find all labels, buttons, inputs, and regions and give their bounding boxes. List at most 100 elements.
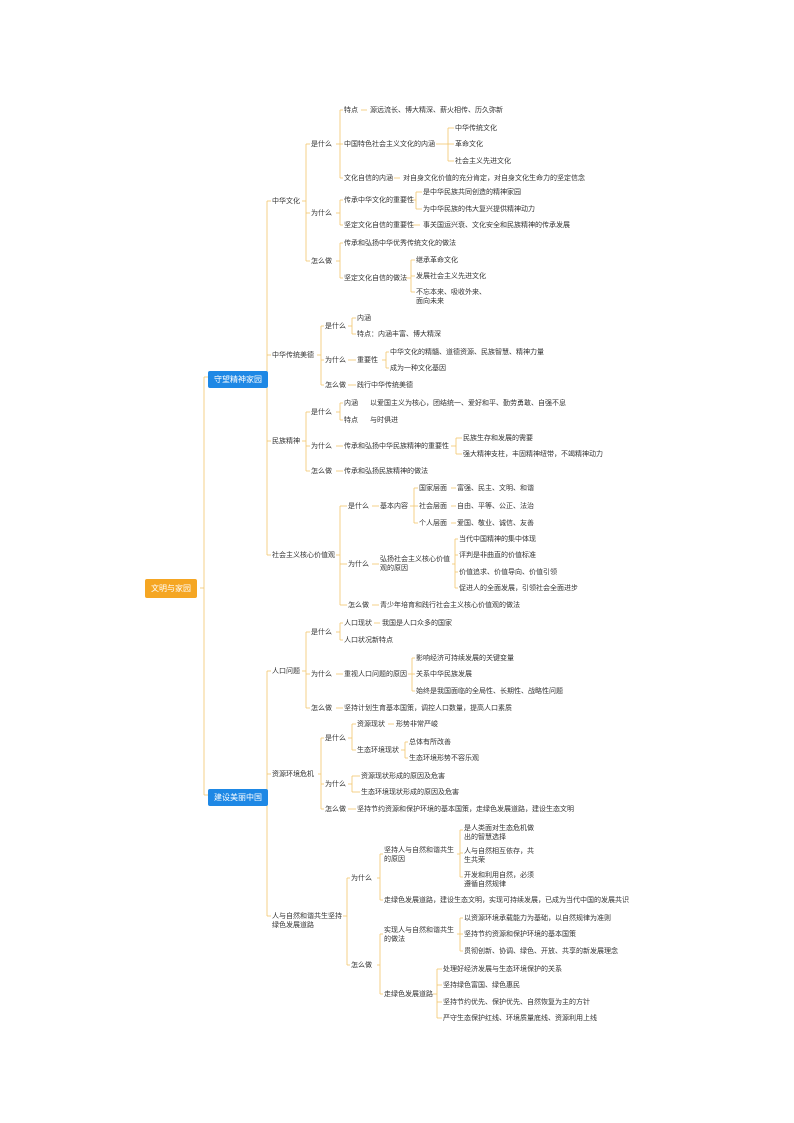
node-mz-shishenme[interactable]: 是什么 [311, 408, 332, 416]
node-mz-zenmezuo[interactable]: 怎么做 [311, 467, 332, 475]
node-zh-chuancheng-1[interactable]: 是中华民族共同创造的精神家园 [423, 188, 521, 196]
node-md-zhongyao-2[interactable]: 成为一种文化基因 [390, 364, 446, 372]
node-hx2-shixian-2[interactable]: 坚持节约资源和保护环境的基本国策 [464, 930, 576, 938]
node-hx2-zenmezuo[interactable]: 怎么做 [351, 961, 372, 969]
node-hx2-shixian-1[interactable]: 以资源环境承载能力为基础，以自然规律为准则 [464, 914, 611, 922]
node-md-zenmezuo[interactable]: 怎么做 [325, 381, 346, 389]
node-zy-shengtai-1[interactable]: 总体有所改善 [409, 738, 451, 746]
node-hx2-daolu[interactable]: 走绿色发展道路 [384, 990, 433, 998]
node-rk-xintedian[interactable]: 人口状况新特点 [344, 636, 393, 644]
node-minzu[interactable]: 民族精神 [272, 437, 300, 445]
node-zh-weishenme[interactable]: 为什么 [311, 209, 332, 217]
branch-jianshe[interactable]: 建设美丽中国 [208, 789, 268, 806]
node-zh-jianding-value[interactable]: 事关国运兴衰、文化安全和民族精神的传承发展 [423, 221, 570, 229]
node-zh-neihan-2[interactable]: 革命文化 [455, 140, 483, 148]
node-hx-yuanyin[interactable]: 弘扬社会主义核心价值观的原因 [380, 555, 450, 572]
node-zh-zixin-value[interactable]: 对自身文化价值的充分肯定，对自身文化生命力的坚定信念 [403, 174, 585, 182]
node-hx-neirong[interactable]: 基本内容 [380, 502, 408, 510]
node-zh-zuofa2-1[interactable]: 继承革命文化 [416, 256, 458, 264]
node-mz-zenmezuo-value[interactable]: 传承和弘扬民族精神的做法 [344, 467, 428, 475]
node-md-zhongyao[interactable]: 重要性 [357, 356, 378, 364]
node-zh-tedian-value[interactable]: 源远流长、博大精深、薪火相传、历久弥新 [370, 106, 503, 114]
node-renkou[interactable]: 人口问题 [272, 667, 300, 675]
node-zh-zuofa2-3[interactable]: 不忘本来、吸收外来、面向未来 [416, 288, 486, 305]
node-hx2-shixian-3[interactable]: 贯彻创新、协调、绿色、开放、共享的新发展理念 [464, 947, 618, 955]
node-hx-level-1-value[interactable]: 富强、民主、文明、和谐 [457, 484, 534, 492]
node-hx-yuanyin-2[interactable]: 评判是非曲直的价值标准 [459, 551, 536, 559]
node-md-zenmezuo-value[interactable]: 践行中华传统美德 [357, 381, 413, 389]
node-zy-weishenme-1[interactable]: 资源现状形成的原因及危害 [361, 772, 445, 780]
node-mz-tedian-value[interactable]: 与时俱进 [370, 416, 398, 424]
node-hx-level-1[interactable]: 国家层面 [419, 484, 447, 492]
node-rk-weishenme[interactable]: 为什么 [311, 670, 332, 678]
node-zh-tedian[interactable]: 特点 [344, 106, 358, 114]
node-zh-neihan[interactable]: 中国特色社会主义文化的内涵 [344, 140, 435, 148]
node-hx2-jianchi[interactable]: 坚持人与自然和谐共生的原因 [384, 846, 454, 863]
branch-shouwang[interactable]: 守望精神家园 [208, 371, 268, 388]
node-zh-neihan-1[interactable]: 中华传统文化 [455, 124, 497, 132]
node-hx2-daolu-3[interactable]: 坚持节约优先、保护优先、自然恢复为主的方针 [443, 998, 590, 1006]
node-zy-shishenme[interactable]: 是什么 [325, 734, 346, 742]
node-mz-weishenme[interactable]: 为什么 [311, 442, 332, 450]
node-hx2-jianchi-3[interactable]: 开发和利用自然，必须遵循自然规律 [464, 871, 534, 888]
node-zy-xianzhuang[interactable]: 资源现状 [357, 720, 385, 728]
node-zh-chuancheng[interactable]: 传承中华文化的重要性 [344, 196, 414, 204]
node-zy-xianzhuang-value[interactable]: 形势非常严峻 [396, 720, 438, 728]
node-zh-zuofa2[interactable]: 坚定文化自信的做法 [344, 274, 407, 282]
node-mz-neihan-value[interactable]: 以爱国主义为核心，团结统一、爱好和平、勤劳勇敢、自强不息 [370, 399, 566, 407]
node-ziyuan[interactable]: 资源环境危机 [272, 770, 314, 778]
node-hx2-weishenme[interactable]: 为什么 [351, 874, 372, 882]
node-zh-zixin[interactable]: 文化自信的内涵 [344, 174, 393, 182]
node-zy-zenmezuo-value[interactable]: 坚持节约资源和保护环境的基本国策，走绿色发展道路，建设生态文明 [357, 805, 574, 813]
node-hx-level-3[interactable]: 个人层面 [419, 519, 447, 527]
node-rk-yuanyin[interactable]: 重视人口问题的原因 [344, 670, 407, 678]
node-hx-yuanyin-4[interactable]: 促进人的全面发展，引领社会全面进步 [459, 584, 578, 592]
node-zh-zuofa1[interactable]: 传承和弘扬中华优秀传统文化的做法 [344, 239, 456, 247]
node-hx2-lvse[interactable]: 走绿色发展道路，建设生态文明，实现可持续发展，已成为当代中国的发展共识 [384, 896, 629, 904]
node-zh-zenmezuo[interactable]: 怎么做 [311, 257, 332, 265]
node-md-tedian[interactable]: 特点：内涵丰富、博大精深 [357, 330, 441, 338]
node-hexie[interactable]: 人与自然和谐共生坚持绿色发展道路 [272, 912, 342, 929]
node-hx2-daolu-2[interactable]: 坚持绿色富国、绿色惠民 [443, 981, 520, 989]
node-zh-zuofa2-2[interactable]: 发展社会主义先进文化 [416, 272, 486, 280]
node-hx-level-2[interactable]: 社会层面 [419, 502, 447, 510]
node-zy-weishenme-2[interactable]: 生态环境现状形成的原因及危害 [361, 788, 459, 796]
node-mz-zhongyao[interactable]: 传承和弘扬中华民族精神的重要性 [344, 442, 449, 450]
node-zy-shengtai[interactable]: 生态环境现状 [357, 746, 399, 754]
node-mz-tedian[interactable]: 特点 [344, 416, 358, 424]
root-node[interactable]: 文明与家园 [145, 579, 197, 598]
node-mz-zhongyao-1[interactable]: 民族生存和发展的需要 [463, 434, 533, 442]
node-hx-yuanyin-1[interactable]: 当代中国精神的集中体现 [459, 535, 536, 543]
node-md-shishenme[interactable]: 是什么 [325, 322, 346, 330]
node-md-zhongyao-1[interactable]: 中华文化的精髓、道德资源、民族智慧、精神力量 [390, 348, 544, 356]
node-hx-zenmezuo-value[interactable]: 青少年培育和践行社会主义核心价值观的做法 [380, 601, 520, 609]
node-hx-zenmezuo[interactable]: 怎么做 [348, 601, 369, 609]
node-rk-zenmezuo-value[interactable]: 坚持计划生育基本国策，调控人口数量，提高人口素质 [344, 704, 512, 712]
node-rk-xianzhuang[interactable]: 人口现状 [344, 619, 372, 627]
node-zh-jianding[interactable]: 坚定文化自信的重要性 [344, 221, 414, 229]
node-rk-yuanyin-1[interactable]: 影响经济可持续发展的关键变量 [416, 654, 514, 662]
node-mz-zhongyao-2[interactable]: 强大精神支柱，丰固精神纽带，不竭精神动力 [463, 450, 603, 458]
node-md-neihan[interactable]: 内涵 [357, 314, 371, 322]
node-mz-neihan[interactable]: 内涵 [344, 399, 358, 407]
node-zhonghua-wenhua[interactable]: 中华文化 [272, 197, 300, 205]
node-hx2-jianchi-1[interactable]: 是人类面对生态危机做出的智慧选择 [464, 824, 534, 841]
node-md-weishenme[interactable]: 为什么 [325, 356, 346, 364]
node-zh-neihan-3[interactable]: 社会主义先进文化 [455, 157, 511, 165]
node-hx2-daolu-1[interactable]: 处理好经济发展与生态环境保护的关系 [443, 965, 562, 973]
node-rk-shishenme[interactable]: 是什么 [311, 628, 332, 636]
node-rk-yuanyin-2[interactable]: 关系中华民族发展 [416, 670, 472, 678]
node-hx2-daolu-4[interactable]: 严守生态保护红线、环境质量底线、资源利用上线 [443, 1014, 597, 1022]
node-zy-weishenme[interactable]: 为什么 [325, 780, 346, 788]
node-rk-yuanyin-3[interactable]: 始终是我国面临的全局性、长期性、战略性问题 [416, 687, 563, 695]
node-hx-level-3-value[interactable]: 爱国、敬业、诚信、友善 [457, 519, 534, 527]
node-hx2-shixian[interactable]: 实现人与自然和谐共生的做法 [384, 926, 454, 943]
node-rk-xianzhuang-value[interactable]: 我国是人口众多的国家 [382, 619, 452, 627]
node-zh-shishenme[interactable]: 是什么 [311, 140, 332, 148]
node-zh-chuancheng-2[interactable]: 为中华民族的伟大复兴提供精神动力 [423, 205, 535, 213]
node-zy-shengtai-2[interactable]: 生态环境形势不容乐观 [409, 754, 479, 762]
node-hx-level-2-value[interactable]: 自由、平等、公正、法治 [457, 502, 534, 510]
node-hx-weishenme[interactable]: 为什么 [348, 560, 369, 568]
node-zy-zenmezuo[interactable]: 怎么做 [325, 805, 346, 813]
node-hx-yuanyin-3[interactable]: 价值追求、价值导向、价值引领 [459, 568, 557, 576]
